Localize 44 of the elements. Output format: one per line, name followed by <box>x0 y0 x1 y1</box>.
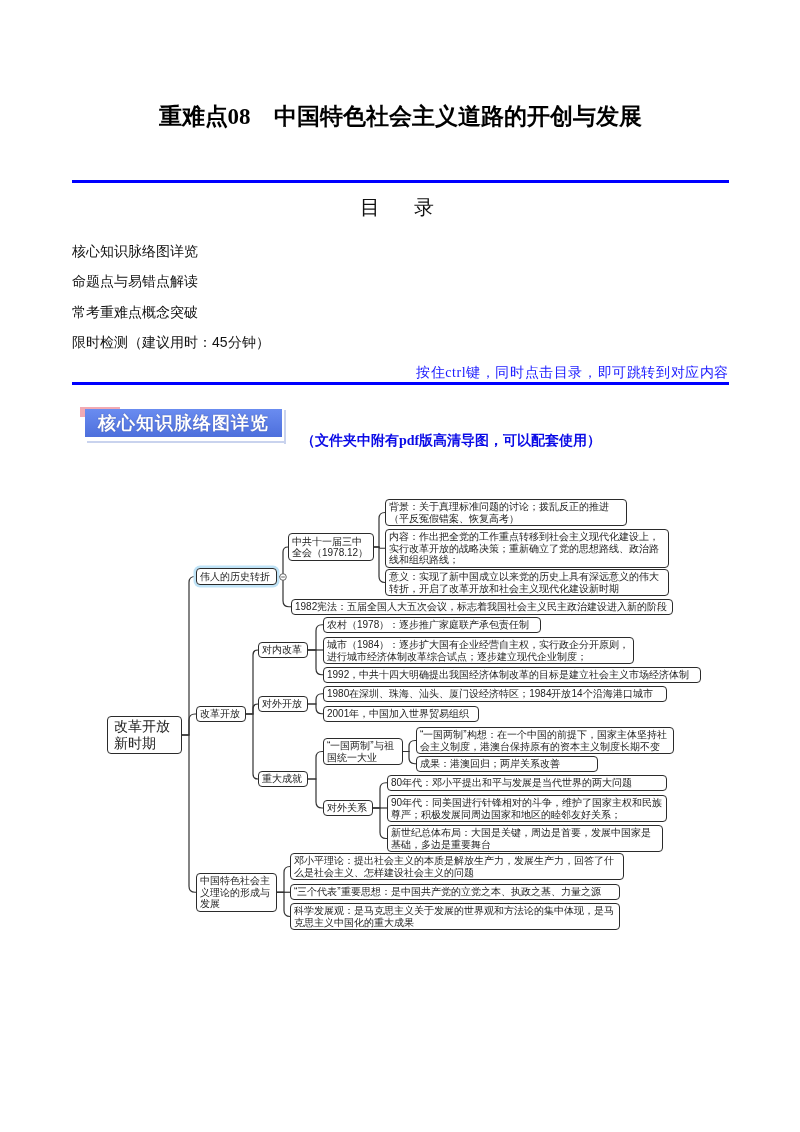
connector-line <box>307 778 324 809</box>
detail-box: 1982宪法：五届全国人大五次会议，标志着我国社会主义民主政治建设进入新的阶段 <box>291 599 673 615</box>
toc-entry: 核心知识脉络图详览 <box>72 242 198 260</box>
connector-line <box>307 703 324 715</box>
topic-box: 对外开放 <box>258 696 308 712</box>
detail-box: 新世纪总体布局：大国是关键，周边是首要，发展中国家是基础，多边是重要舞台 <box>387 825 663 852</box>
detail-box: 90年代：同美国进行针锋相对的斗争，维护了国家主权和民族尊严；积极发展同周边国家和地区的睦邻友好关系； <box>387 795 667 822</box>
detail-box: 背景：关于真理标准问题的讨论；拨乱反正的推进（平反冤假错案、恢复高考） <box>385 499 627 526</box>
note-text: （文件夹中附有pdf版高清导图，可以配套使用） <box>301 432 602 450</box>
topic-box: 中共十一届三中全会（1978.12） <box>288 533 374 561</box>
topic-box: 对内改革 <box>258 642 308 658</box>
detail-box: 80年代：邓小平提出和平与发展是当代世界的两大问题 <box>387 775 667 791</box>
topic-box: 对外关系 <box>323 800 373 816</box>
toc-entry: 限时检测（建议用时：45分钟） <box>72 333 270 351</box>
topic-box: 重大成就 <box>258 771 308 787</box>
topic-box: 中国特色社会主义理论的形成与发展 <box>196 873 277 912</box>
detail-box: 科学发展观：是马克思主义关于发展的世界观和方法论的集中体现，是马克思主义中国化的重大成果 <box>290 903 620 930</box>
connector-line <box>372 807 388 840</box>
topic-box: 改革开放 <box>196 706 246 722</box>
hint-text: 按住ctrl键，同时点击目录，即可跳转到对应内容 <box>415 364 729 382</box>
detail-box: 城市（1984）：逐步扩大国有企业经营自主权，实行政企分开原则，进行城市经济体制改革综合试点；逐步建立现代企业制度； <box>323 637 634 664</box>
detail-box: 成果：港澳回归；两岸关系改善 <box>416 756 598 772</box>
detail-box: 农村（1978）：逐步推广家庭联产承包责任制 <box>323 617 541 633</box>
detail-box: “一国两制”构想：在一个中国的前提下，国家主体坚持社会主义制度，港澳台保持原有的资本主义制度长期不变 <box>416 727 674 754</box>
connector-line <box>307 649 324 676</box>
connector-line <box>373 546 386 584</box>
connector-line <box>245 713 259 780</box>
topic-box: 伟人的历史转折 <box>196 568 277 585</box>
toc-entry: 命题点与易错点解读 <box>72 272 198 290</box>
connector-line <box>181 734 197 893</box>
central-topic-box: 改革开放新时期 <box>107 716 182 754</box>
detail-box: “三个代表”重要思想：是中国共产党的立党之本、执政之基、力量之源 <box>290 884 620 900</box>
topic-box: “一国两制”与祖国统一大业 <box>323 738 403 765</box>
toc-entry: 常考重难点概念突破 <box>72 303 198 321</box>
detail-box: 内容：作出把全党的工作重点转移到社会主义现代化建设上，实行改革开放的战略决策；重新确立了党的思想路线、政治路线和组织路线； <box>385 529 669 568</box>
detail-box: 1980在深圳、珠海、汕头、厦门设经济特区；1984开放14个沿海港口城市 <box>323 686 667 702</box>
detail-box: 1992，中共十四大明确提出我国经济体制改革的目标是建立社会主义市场经济体制 <box>323 667 701 683</box>
page-title: 重难点08 中国特色社会主义道路的开创与发展 <box>158 103 642 131</box>
detail-box: 2001年，中国加入世界贸易组织 <box>323 706 479 722</box>
connector-line <box>276 891 291 918</box>
detail-box: 邓小平理论：提出社会主义的本质是解放生产力，发展生产力，回答了什么是社会主义、怎样建设社会主义的问题 <box>290 853 624 880</box>
section-banner: 核心知识脉络图详览 <box>80 406 288 444</box>
toc-heading: 目 录 <box>359 195 441 220</box>
detail-box: 意义：实现了新中国成立以来党的历史上具有深远意义的伟大转折，开启了改革开放和社会主义现代化建设新时期 <box>385 569 669 596</box>
